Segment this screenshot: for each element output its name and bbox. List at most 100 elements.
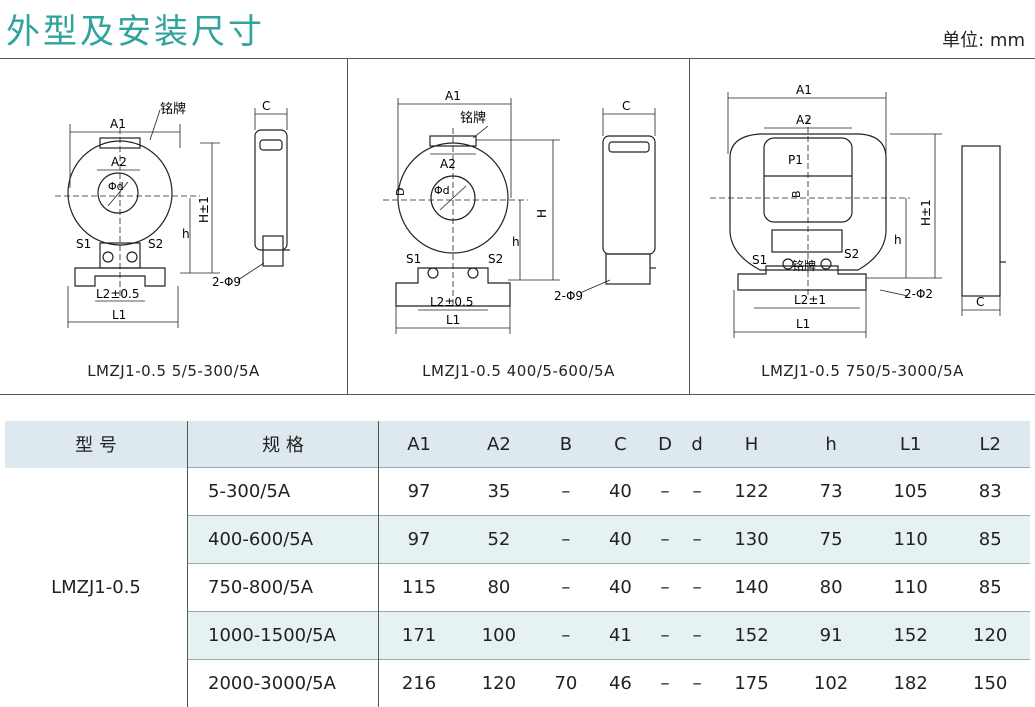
value-cell: – — [648, 660, 683, 707]
panel-divider — [347, 58, 348, 394]
dim-l2-label: L2±0.5 — [430, 295, 473, 309]
p1-label: P1 — [788, 153, 803, 167]
drawing-medium-ct: A1 A2 C 铭牌 Φd D S1 S2 h H L2±0.5 L1 2-Φ9 — [348, 58, 689, 358]
value-cell: 40 — [593, 564, 647, 612]
value-cell: 130 — [712, 516, 792, 564]
hole-label: 2-Φ2 — [904, 287, 933, 301]
value-cell: 120 — [459, 660, 539, 707]
value-cell: – — [682, 612, 711, 660]
value-cell: 46 — [593, 660, 647, 707]
value-cell: – — [539, 468, 593, 516]
value-cell: 70 — [539, 660, 593, 707]
dim-d-label: D — [394, 188, 407, 196]
value-cell: – — [648, 612, 683, 660]
spec-cell: 2000-3000/5A — [188, 660, 379, 707]
value-cell: – — [682, 564, 711, 612]
dim-l1-label: L1 — [796, 317, 810, 331]
value-cell: 152 — [871, 612, 951, 660]
phi-d-label: Φd — [434, 184, 450, 197]
dim-H-label: H — [535, 209, 549, 218]
value-cell: – — [648, 468, 683, 516]
diagram-panel-3: A1 A2 P1 B 铭牌 S1 S2 h H±1 L2±1 L1 2-Φ2 C… — [690, 58, 1035, 394]
value-cell: 97 — [379, 516, 460, 564]
spec-cell: 1000-1500/5A — [188, 612, 379, 660]
unit-label: 单位: mm — [942, 26, 1025, 52]
value-cell: 175 — [712, 660, 792, 707]
value-cell: 35 — [459, 468, 539, 516]
dim-l2-label: L2±1 — [794, 293, 826, 307]
ct-inner-hole — [98, 173, 138, 213]
spec-cell: 5-300/5A — [188, 468, 379, 516]
value-cell: 120 — [950, 612, 1030, 660]
s1-label: S1 — [76, 237, 91, 251]
panel-divider — [689, 58, 690, 394]
value-cell: 110 — [871, 516, 951, 564]
dim-l1-label: L1 — [112, 308, 126, 322]
dim-h-label: h — [182, 227, 190, 241]
s1-label: S1 — [752, 253, 767, 267]
table-header-row: 型 号 规 格 A1 A2 B C D d H h L1 L2 — [5, 421, 1030, 468]
col-header-h-lower: h — [791, 421, 871, 468]
value-cell: 73 — [791, 468, 871, 516]
col-header-spec: 规 格 — [188, 421, 379, 468]
dim-a1-label: A1 — [110, 117, 126, 131]
col-header-c: C — [593, 421, 647, 468]
value-cell: 97 — [379, 468, 460, 516]
panels-bottom-rule — [0, 394, 1035, 395]
col-header-model: 型 号 — [5, 421, 188, 468]
value-cell: 122 — [712, 468, 792, 516]
diagram-panel-2: A1 A2 C 铭牌 Φd D S1 S2 h H L2±0.5 L1 2-Φ9… — [348, 58, 689, 394]
value-cell: 83 — [950, 468, 1030, 516]
page-title: 外型及安装尺寸 — [6, 4, 265, 53]
dim-a1-label: A1 — [796, 83, 812, 97]
value-cell: 140 — [712, 564, 792, 612]
value-cell: 182 — [871, 660, 951, 707]
col-header-d-upper: D — [648, 421, 683, 468]
value-cell: – — [648, 564, 683, 612]
value-cell: 115 — [379, 564, 460, 612]
dim-a2-label: A2 — [796, 113, 812, 127]
spec-cell: 400-600/5A — [188, 516, 379, 564]
col-header-h-upper: H — [712, 421, 792, 468]
value-cell: 85 — [950, 564, 1030, 612]
hole-label: 2-Φ9 — [212, 275, 241, 289]
value-cell: 41 — [593, 612, 647, 660]
value-cell: 40 — [593, 516, 647, 564]
value-cell: – — [539, 612, 593, 660]
dim-h-label: h — [894, 233, 902, 247]
nameplate-label: 铭牌 — [160, 101, 186, 117]
dim-c-label: C — [262, 99, 270, 113]
value-cell: – — [682, 660, 711, 707]
value-cell: – — [539, 516, 593, 564]
diagram-caption-1: LMZJ1-0.5 5/5-300/5A — [0, 362, 347, 380]
s2-label: S2 — [844, 247, 859, 261]
value-cell: 100 — [459, 612, 539, 660]
dimension-table: 型 号 规 格 A1 A2 B C D d H h L1 L2 LMZJ1-0.… — [5, 421, 1030, 707]
dim-l1-label: L1 — [446, 313, 460, 327]
dim-c-label: C — [622, 99, 630, 113]
diagram-panel-1: A1 A2 C 铭牌 Φd S1 S2 h H±1 L2±0.5 L1 2-Φ9… — [0, 58, 347, 394]
dim-a2-label: A2 — [111, 155, 127, 169]
value-cell: 150 — [950, 660, 1030, 707]
value-cell: 102 — [791, 660, 871, 707]
s1-label: S1 — [406, 252, 421, 266]
col-header-a1: A1 — [379, 421, 460, 468]
dim-l2-label: L2±0.5 — [96, 287, 139, 301]
spec-cell: 750-800/5A — [188, 564, 379, 612]
value-cell: – — [648, 516, 683, 564]
dim-a1-label: A1 — [445, 89, 461, 103]
value-cell: 40 — [593, 468, 647, 516]
value-cell: – — [682, 468, 711, 516]
value-cell: 85 — [950, 516, 1030, 564]
col-header-b: B — [539, 421, 593, 468]
nameplate-label: 铭牌 — [460, 110, 486, 126]
nameplate-label: 铭牌 — [792, 258, 816, 273]
drawing-large-ct: A1 A2 P1 B 铭牌 S1 S2 h H±1 L2±1 L1 2-Φ2 C — [690, 58, 1035, 358]
value-cell: 110 — [871, 564, 951, 612]
value-cell: 80 — [459, 564, 539, 612]
value-cell: 75 — [791, 516, 871, 564]
diagram-panels: A1 A2 C 铭牌 Φd S1 S2 h H±1 L2±0.5 L1 2-Φ9… — [0, 58, 1035, 394]
dim-b-label: B — [790, 190, 803, 198]
value-cell: 171 — [379, 612, 460, 660]
model-cell: LMZJ1-0.5 — [5, 468, 188, 707]
